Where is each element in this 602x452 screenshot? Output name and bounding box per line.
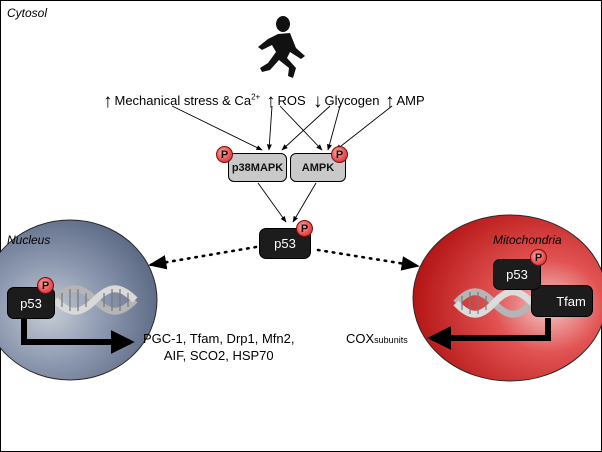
up-arrow-icon: ↑: [266, 91, 276, 112]
arrow-glycogen-to-ampk: [327, 105, 341, 151]
translocation-to-mitochondria: [316, 248, 420, 271]
p53-mito-label: p53: [506, 267, 528, 282]
nuclear-target-genes: PGC-1, Tfam, Drp1, Mfn2, AIF, SCO2, HSP7…: [143, 331, 295, 363]
mito-transcription-arrow: [427, 318, 551, 350]
mitochondria-label: Mitochondria: [493, 233, 562, 247]
stimulus-glycogen: ↓Glycogen: [313, 91, 380, 112]
stimulus-arrows: [171, 105, 393, 223]
stimulus-mechanical-stress: ↑Mechanical stress & Ca2+: [103, 91, 261, 112]
phosphate-badge-icon: P: [216, 146, 233, 163]
stimulus-amp: ↑AMP: [385, 91, 425, 112]
cytosol-label: Cytosol: [7, 6, 48, 20]
arrow-ros-to-ampk: [279, 105, 323, 151]
phosphate-badge-icon: P: [37, 277, 54, 294]
stimulus-ros: ↑ROS: [266, 91, 306, 112]
arrow-p38-to-p53: [257, 182, 287, 223]
runner-icon: [258, 16, 305, 78]
translocation-to-nucleus: [148, 245, 258, 270]
down-arrow-icon: ↓: [313, 91, 323, 112]
phosphate-badge-icon: P: [331, 146, 348, 163]
phosphate-badge-icon: P: [530, 249, 547, 266]
nucleus-transcription-arrow: [21, 318, 135, 354]
arrow-amp-to-ampk: [335, 105, 393, 151]
nucleus-label: Nucleus: [7, 233, 51, 247]
p53-cytosol-label: p53: [274, 236, 296, 251]
up-arrow-icon: ↑: [385, 91, 395, 112]
p38mapk-label: p38MAPK: [231, 161, 284, 174]
p53-nucleus-label: p53: [20, 295, 42, 311]
arrow-ampk-to-p53: [292, 182, 317, 223]
arrow-glycogen-to-p38: [281, 105, 331, 151]
p38mapk-box: p38MAPK: [228, 153, 287, 182]
tfam-box: Tfam: [531, 285, 593, 317]
arrow-mech-to-p38: [171, 105, 263, 151]
phosphate-badge-icon: P: [296, 220, 313, 237]
cox-subunits-label: COXsubunits: [346, 331, 408, 346]
dna-helix-icon: [52, 285, 138, 315]
ampk-label: AMPK: [301, 161, 335, 174]
tfam-label: Tfam: [556, 293, 586, 309]
dna-helix-icon: [453, 288, 535, 318]
arrow-ros-to-p38: [266, 105, 273, 151]
up-arrow-icon: ↑: [103, 91, 113, 112]
